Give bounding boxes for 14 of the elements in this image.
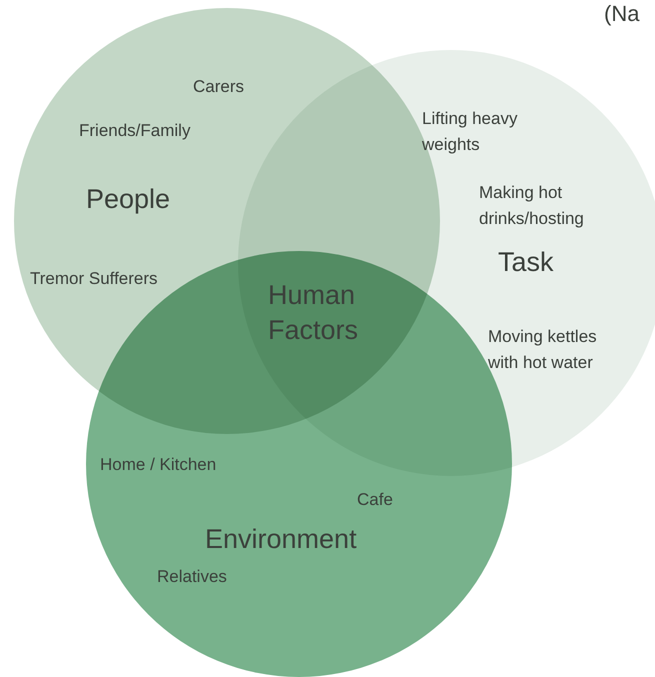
set-item: Relatives [157,566,227,588]
set-item: Making hot drinks/hosting [479,182,585,230]
set-item: Tremor Sufferers [30,268,158,290]
intersection-label: Human Factors [268,279,360,348]
set-item: Moving kettles with hot water [488,326,598,374]
set-title: Environment [205,523,357,556]
set-title: Task [498,246,554,279]
set-item: Friends/Family [79,120,190,142]
set-item: Home / Kitchen [100,454,216,476]
set-item: Cafe [357,489,393,511]
set-item: Carers [193,76,244,98]
set-title: People [86,183,170,216]
set-item: Lifting heavy weights [422,108,518,156]
cut-off-text: (Na [604,0,640,28]
